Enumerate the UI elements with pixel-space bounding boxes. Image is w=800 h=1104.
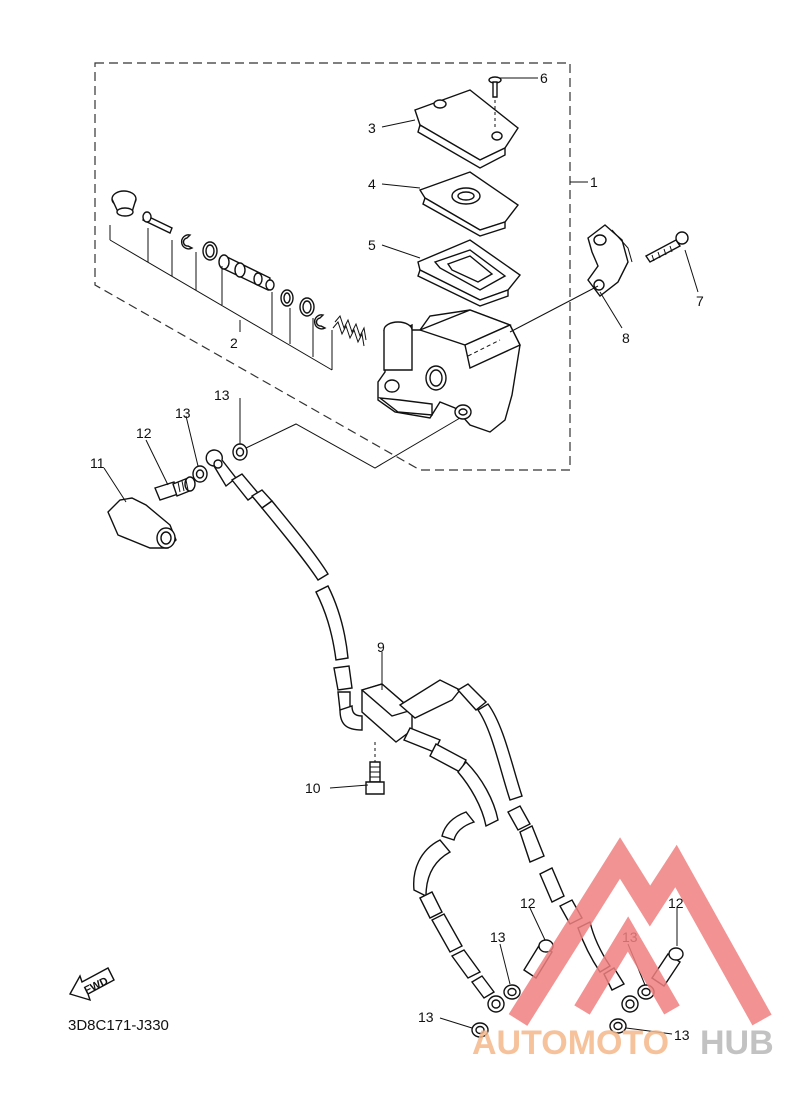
spring xyxy=(332,314,367,347)
cup-seal-b xyxy=(299,297,315,317)
diaphragm-plate xyxy=(418,171,520,237)
callout-10: 10 xyxy=(305,780,321,796)
reservoir-cap xyxy=(414,89,519,169)
callout-2: 2 xyxy=(230,335,238,351)
washer-13-a xyxy=(192,465,208,483)
union-bolt-12-top xyxy=(154,476,196,501)
callout-4: 4 xyxy=(368,176,376,192)
fwd-label: FWD xyxy=(82,975,110,997)
callout-1: 1 xyxy=(590,174,598,190)
washer-13-f xyxy=(609,1018,627,1034)
washer-a xyxy=(280,289,294,307)
holder-clamp xyxy=(587,224,633,297)
logo-text-auto: AUTOMOTO xyxy=(472,1024,669,1062)
callout-13-b: 13 xyxy=(214,387,230,403)
callout-7: 7 xyxy=(696,293,704,309)
circlip-b xyxy=(313,314,327,330)
push-rod xyxy=(142,211,173,234)
cup-seal-a xyxy=(202,241,218,261)
piston xyxy=(218,254,275,292)
cap-screw xyxy=(488,76,502,130)
washer-13-b xyxy=(232,443,248,461)
diaphragm xyxy=(417,239,522,307)
callout-3: 3 xyxy=(368,120,376,136)
callout-12-right: 12 xyxy=(668,895,684,911)
callout-13-a: 13 xyxy=(175,405,191,421)
banjo-cover xyxy=(107,497,177,549)
brake-joint xyxy=(339,679,462,753)
master-cylinder-body xyxy=(377,309,521,433)
joint-bolt xyxy=(365,742,385,795)
logo-text-hub: HUB xyxy=(700,1024,774,1062)
callout-9: 9 xyxy=(377,639,385,655)
callout-13-d: 13 xyxy=(418,1009,434,1025)
assembly-boundary xyxy=(94,62,571,471)
callout-5: 5 xyxy=(368,237,376,253)
brake-hose-right xyxy=(456,683,639,1013)
brake-hose-upper xyxy=(205,449,353,711)
washer-13-c xyxy=(503,984,521,1000)
brake-hose-left xyxy=(413,743,505,1013)
diagram-code: 3D8C171-J330 xyxy=(68,1017,169,1034)
callout-13-c: 13 xyxy=(490,929,506,945)
callout-labels: 1 2 3 4 5 6 7 8 9 10 11 12 12 12 13 13 1… xyxy=(90,70,704,1043)
callout-6: 6 xyxy=(540,70,548,86)
dust-boot xyxy=(111,190,137,217)
circlip-a xyxy=(180,234,194,250)
callout-12-top: 12 xyxy=(136,425,152,441)
clamp-bolt xyxy=(644,231,689,263)
fwd-arrow-icon: FWD xyxy=(68,967,115,1002)
piston-kit xyxy=(109,190,367,371)
washer-13-d xyxy=(471,1022,489,1038)
callout-8: 8 xyxy=(622,330,630,346)
callout-13-f: 13 xyxy=(674,1027,690,1043)
logo-triangle-outer xyxy=(508,837,772,1026)
automotohub-logo: AUTOMOTO HUB xyxy=(472,837,774,1062)
logo-triangle-inner xyxy=(574,916,680,1015)
callout-11: 11 xyxy=(90,455,105,471)
callout-12-mid: 12 xyxy=(520,895,536,911)
